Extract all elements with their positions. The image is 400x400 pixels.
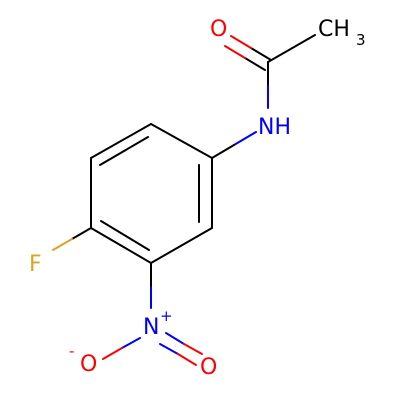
nh-ring-bond <box>211 131 257 159</box>
nitro-nitrogen-charge: + <box>160 307 173 325</box>
nitro-oxygen-minus-charge: - <box>69 342 74 360</box>
bonds <box>52 34 316 366</box>
nitro-o-minus-bond <box>102 337 141 360</box>
benzene-ring <box>90 123 213 264</box>
nitro-nitrogen-label: N <box>143 315 159 340</box>
fluorine-bond <box>52 227 92 251</box>
methyl-subscript-label: 3 <box>356 31 366 49</box>
carbonyl-oxygen-label: O <box>210 17 227 42</box>
nitro-o-double-bond <box>159 332 203 366</box>
methyl-bond <box>267 34 316 63</box>
nitro-oxygen-double-label: O <box>200 355 217 380</box>
fluorine-label: F <box>29 252 42 277</box>
nitro-oxygen-minus-label: O <box>80 352 97 377</box>
methyl-label: CH <box>318 17 350 42</box>
amide-nh-label: NH <box>258 115 291 140</box>
carbonyl-double-bond <box>224 35 272 71</box>
